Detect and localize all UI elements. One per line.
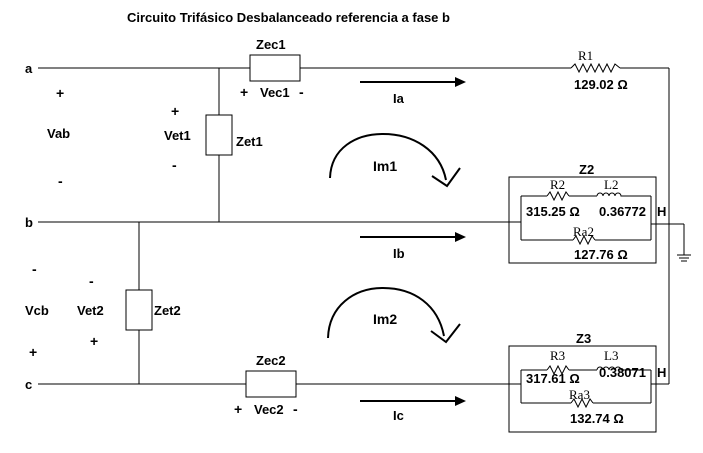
ia-label: Ia	[393, 91, 405, 106]
ground-icon	[677, 254, 691, 262]
zec1-label: Zec1	[256, 37, 286, 52]
zec2-label: Zec2	[256, 353, 286, 368]
mesh-current-2-arrow-icon	[327, 286, 461, 344]
r1-name: R1	[578, 48, 593, 63]
node-a-label: a	[25, 61, 33, 76]
mesh-current-2-label: Im2	[373, 311, 397, 327]
r1-value: 129.02 Ω	[574, 77, 628, 92]
vet1-minus-sign: -	[172, 157, 177, 173]
z3-label: Z3	[576, 331, 591, 346]
ia-arrow-icon	[360, 77, 466, 87]
mesh-current-1-label: Im1	[373, 158, 397, 174]
l3-inductor-icon	[596, 366, 622, 371]
ra2-resistor-icon	[572, 234, 596, 246]
mesh-current-1-arrow-icon	[329, 132, 461, 188]
vet2-plus-sign: +	[90, 333, 98, 349]
vet2-label: Vet2	[77, 303, 104, 318]
r2-resistor-icon	[546, 190, 570, 202]
l2-unit: H	[657, 204, 666, 219]
zec1-impedance-box	[249, 54, 301, 82]
r2-name: R2	[550, 177, 565, 192]
r3-value: 317.61 Ω	[526, 371, 580, 386]
ic-arrow-icon	[360, 396, 466, 406]
ib-arrow-icon	[360, 232, 466, 242]
z2-frame	[508, 176, 657, 264]
r2-value: 315.25 Ω	[526, 204, 580, 219]
ra2-value: 127.76 Ω	[574, 247, 628, 262]
ib-label: Ib	[393, 246, 405, 261]
r1-resistor-icon	[570, 62, 621, 74]
ra2-name: Ra2	[573, 224, 594, 239]
ra3-resistor-icon	[570, 397, 594, 409]
r3-resistor-icon	[546, 364, 570, 376]
vec2-minus-sign: -	[293, 401, 298, 417]
vet2-minus-sign: -	[89, 273, 94, 289]
l3-name: L3	[604, 348, 618, 363]
wiring	[38, 67, 685, 404]
vec2-plus-sign: +	[234, 401, 242, 417]
zet2-impedance-box	[125, 289, 153, 331]
vec1-label: Vec1	[260, 85, 290, 100]
z3-frame	[508, 345, 657, 433]
zec2-impedance-box	[245, 370, 297, 398]
l2-value: 0.36772	[599, 204, 646, 219]
r3-name: R3	[550, 348, 565, 363]
l3-unit: H	[657, 365, 666, 380]
vcb-plus-sign: +	[29, 344, 37, 360]
l2-name: L2	[604, 177, 618, 192]
node-c-label: c	[25, 377, 32, 392]
vet1-label: Vet1	[164, 128, 191, 143]
vec1-plus-sign: +	[240, 84, 248, 100]
vab-label: Vab	[47, 126, 70, 141]
ra3-value: 132.74 Ω	[570, 411, 624, 426]
zet1-impedance-box	[205, 114, 233, 156]
diagram-title: Circuito Trifásico Desbalanceado referen…	[127, 10, 450, 25]
l3-value: 0.38071	[599, 365, 646, 380]
l2-inductor-icon	[596, 192, 622, 197]
node-b-label: b	[25, 215, 33, 230]
zet1-label: Zet1	[236, 134, 263, 149]
vec1-minus-sign: -	[299, 84, 304, 100]
vet1-plus-sign: +	[171, 103, 179, 119]
vab-minus-sign: -	[58, 173, 63, 189]
vcb-minus-sign: -	[32, 261, 37, 277]
z2-label: Z2	[579, 162, 594, 177]
vcb-label: Vcb	[25, 303, 49, 318]
vab-plus-sign: +	[56, 85, 64, 101]
zet2-label: Zet2	[154, 303, 181, 318]
ra3-name: Ra3	[569, 387, 590, 402]
vec2-label: Vec2	[254, 402, 284, 417]
ic-label: Ic	[393, 408, 404, 423]
